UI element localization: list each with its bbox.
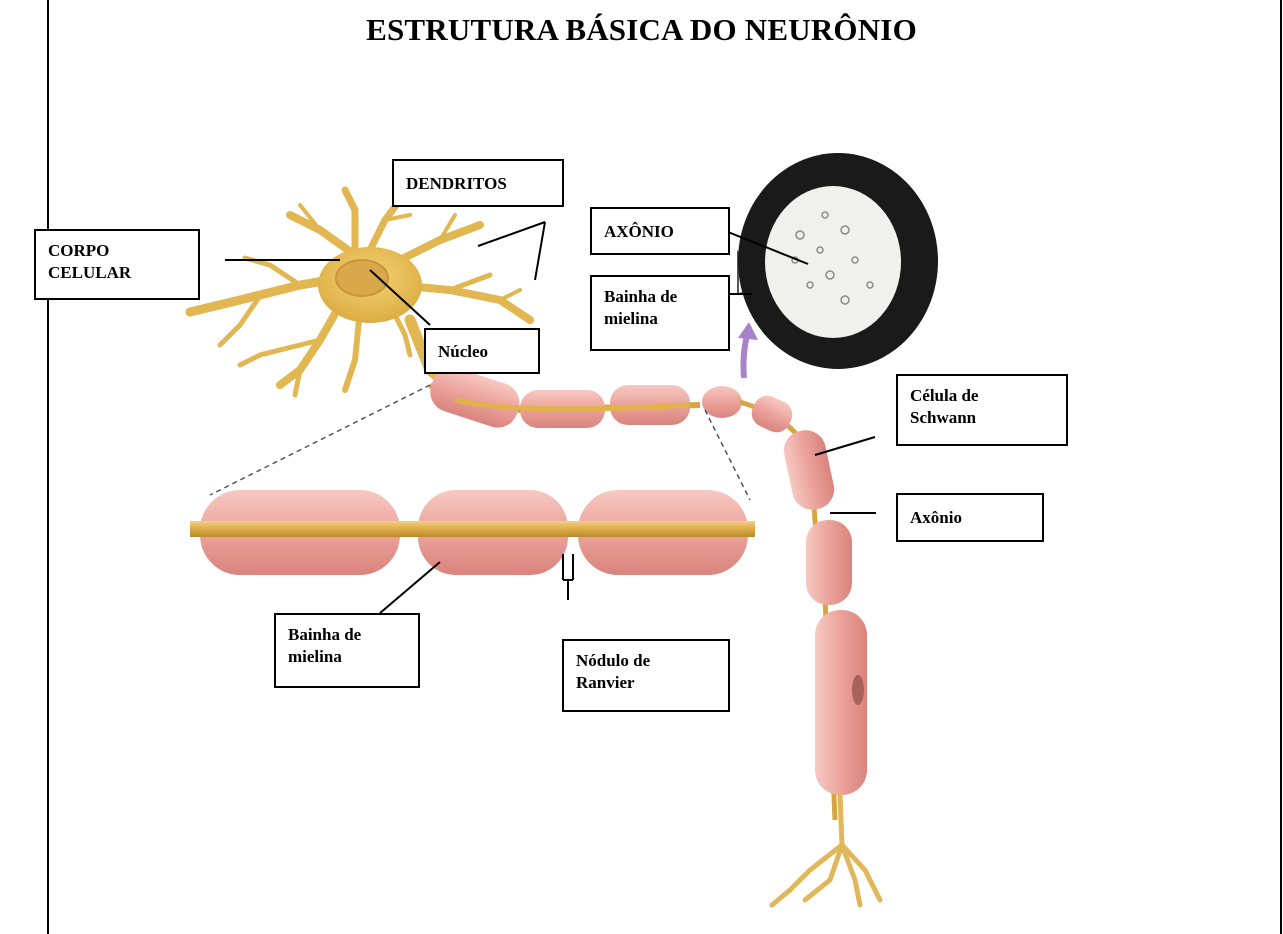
label-axonio-right: Axônio [896,493,1044,542]
label-axonio-top: AXÔNIO [590,207,730,255]
descending-axon [740,391,880,905]
label-dendritos: DENDRITOS [392,159,564,207]
label-celula-schwann: Célula de Schwann [896,374,1068,446]
label-nucleo: Núcleo [424,328,540,374]
cross-section [738,153,938,369]
label-bainha-top: Bainha de mielina [590,275,730,351]
label-bainha-bottom: Bainha de mielina [274,613,420,688]
label-corpo-celular: CORPO CELULAR [34,229,200,300]
label-nodulo-ranvier: Nódulo de Ranvier [562,639,730,712]
